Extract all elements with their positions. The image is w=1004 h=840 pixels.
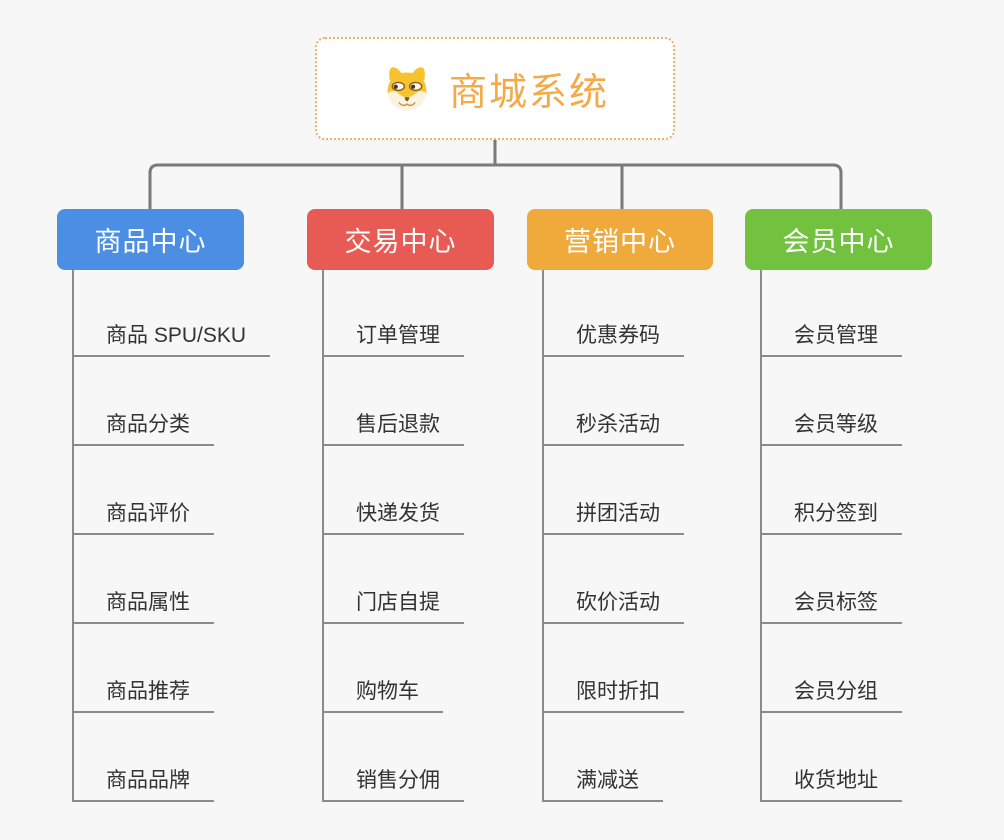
leaf-node[interactable]: 会员等级 [761,411,902,446]
leaf-node[interactable]: 销售分佣 [323,767,464,802]
leaf-node[interactable]: 商品推荐 [73,678,214,713]
root-title: 商城系统 [448,72,609,114]
leaf-node[interactable]: 商品 SPU/SKU [73,322,271,357]
branch-node-marketing-center[interactable]: 营销中心 [527,209,713,270]
leaf-node[interactable]: 满减送 [543,767,663,802]
dog-face-icon [387,66,427,111]
leaf-node[interactable]: 商品品牌 [73,767,214,802]
leaf-node[interactable]: 购物车 [323,678,443,713]
leaf-node[interactable]: 拼团活动 [543,500,684,535]
leaf-node[interactable]: 商品分类 [73,411,214,446]
leaf-node[interactable]: 订单管理 [323,322,464,357]
leaf-node[interactable]: 限时折扣 [543,678,684,713]
leaf-node[interactable]: 优惠券码 [543,322,684,357]
leaf-node[interactable]: 门店自提 [323,589,464,624]
leaf-node[interactable]: 会员管理 [761,322,902,357]
leaf-node[interactable]: 积分签到 [761,500,902,535]
leaf-node[interactable]: 商品属性 [73,589,214,624]
leaf-node[interactable]: 砍价活动 [543,589,684,624]
branch-bus-line [148,163,843,209]
root-node[interactable]: 商城系统 [315,37,675,140]
leaf-node[interactable]: 售后退款 [323,411,464,446]
leaf-node[interactable]: 商品评价 [73,500,214,535]
branch-node-trade-center[interactable]: 交易中心 [307,209,494,270]
leaf-node[interactable]: 快递发货 [323,500,464,535]
leaf-node[interactable]: 收货地址 [761,767,902,802]
branch-node-member-center[interactable]: 会员中心 [745,209,932,270]
leaf-node[interactable]: 秒杀活动 [543,411,684,446]
leaf-node[interactable]: 会员分组 [761,678,902,713]
branch-node-product-center[interactable]: 商品中心 [57,209,244,270]
leaf-node[interactable]: 会员标签 [761,589,902,624]
